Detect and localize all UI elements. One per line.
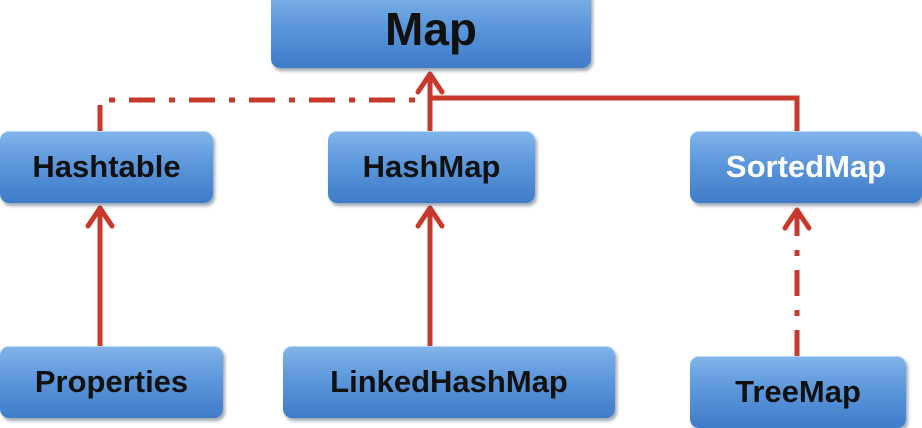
node-map-label: Map	[385, 3, 477, 55]
node-treemap-label: TreeMap	[735, 374, 861, 409]
arrowhead-hashtable	[85, 205, 115, 229]
arrowhead-map	[415, 71, 445, 95]
node-hashmap: HashMap	[328, 131, 535, 203]
node-sortedmap: SortedMap	[690, 131, 922, 203]
node-hashtable-label: Hashtable	[32, 149, 181, 184]
node-properties: Properties	[0, 346, 223, 418]
node-linkedhashmap-label: LinkedHashMap	[330, 364, 568, 399]
arrowhead-hashmap	[415, 205, 445, 229]
node-properties-label: Properties	[34, 364, 189, 399]
node-map: Map	[271, 0, 591, 68]
node-linkedhashmap: LinkedHashMap	[283, 346, 615, 418]
connector-hashtable-to-map	[97, 97, 430, 131]
node-treemap: TreeMap	[690, 356, 906, 428]
connector-sortedmap-to-map	[430, 95, 800, 131]
node-sortedmap-label: SortedMap	[725, 149, 887, 184]
node-hashtable: Hashtable	[0, 131, 213, 203]
arrowhead-sortedmap	[782, 207, 812, 231]
node-hashmap-label: HashMap	[362, 149, 501, 184]
